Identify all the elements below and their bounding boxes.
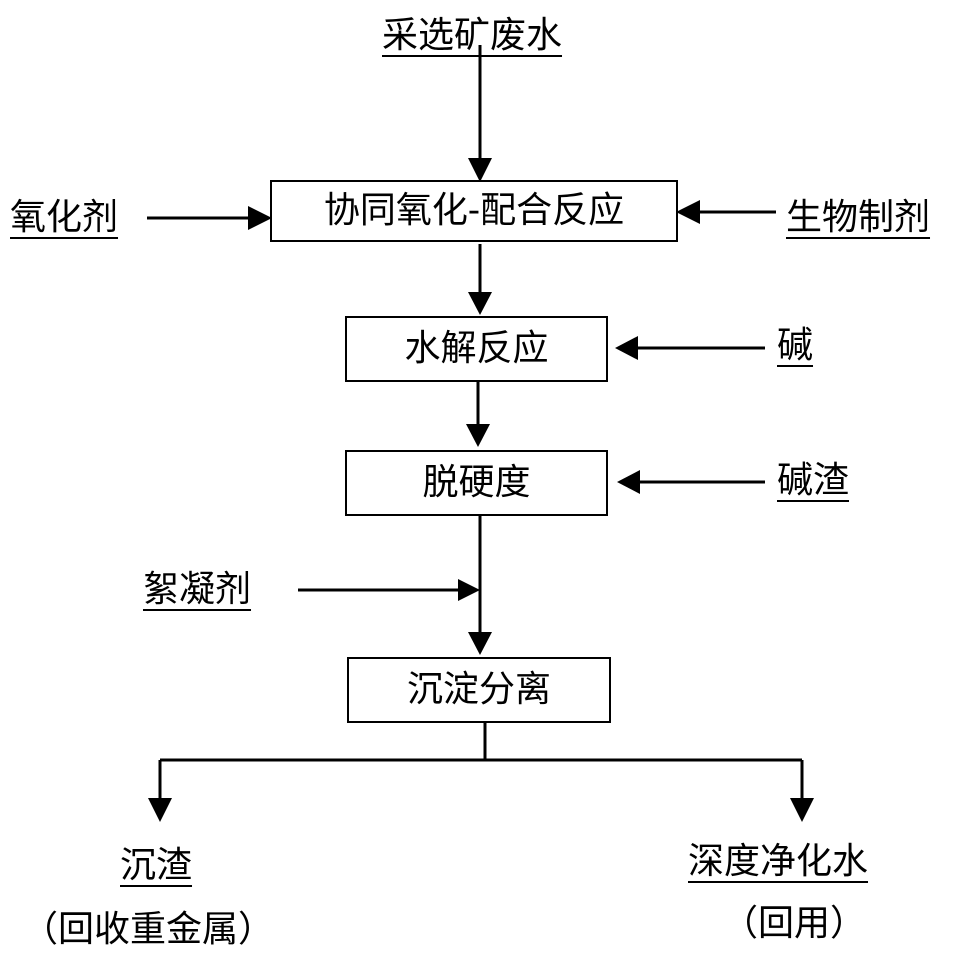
arrowhead-oxidant [248, 206, 272, 230]
co-oxidation-label: 协同氧化-配合反应 [323, 190, 625, 231]
arrowhead-hydrolysis [466, 424, 490, 447]
arrowhead-alkali [615, 336, 638, 360]
bio-agent-label: 生物制剂 [786, 197, 931, 238]
hydrolysis-box: 水解反应 [345, 316, 608, 382]
sedimentation-box: 沉淀分离 [347, 657, 611, 723]
sludge-note: （回收重金属） [22, 909, 275, 950]
oxidant-label: 氧化剂 [10, 197, 119, 238]
clean-water-label: 深度净化水 [688, 841, 869, 882]
arrowhead-wastewater [468, 158, 492, 182]
alkali-label: 碱 [777, 325, 814, 366]
arrowhead-flocculant [458, 579, 480, 601]
alkali-slag-label: 碱渣 [777, 460, 850, 501]
wastewater-label: 采选矿废水 [382, 15, 563, 56]
arrowhead-dehardening [468, 632, 492, 655]
arrowhead-sludge [148, 798, 172, 822]
flocculant-label: 絮凝剂 [143, 569, 252, 610]
arrowhead-clean-water [790, 798, 814, 822]
sedimentation-label: 沉淀分离 [406, 669, 551, 710]
hydrolysis-label: 水解反应 [404, 328, 549, 369]
co-oxidation-box: 协同氧化-配合反应 [270, 180, 678, 242]
sludge-label: 沉渣 [120, 845, 193, 886]
dehardening-label: 脱硬度 [422, 462, 531, 503]
dehardening-box: 脱硬度 [345, 450, 608, 516]
arrowhead-bio-agent [676, 200, 700, 224]
arrowhead-alkali-slag [617, 470, 640, 494]
clean-water-note: （回用） [722, 903, 867, 944]
arrowhead-co-oxidation [468, 292, 492, 315]
